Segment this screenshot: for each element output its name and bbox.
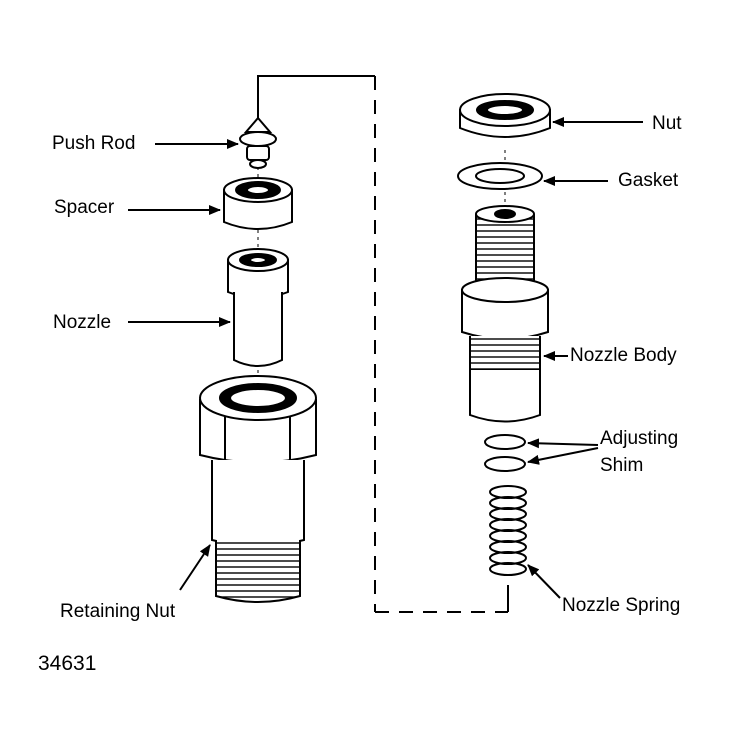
label-spacer: Spacer [54,197,115,218]
spacer-part [223,177,293,230]
figure-number: 34631 [38,652,97,675]
label-retaining-nut: Retaining Nut [60,601,176,622]
label-nozzle-spring: Nozzle Spring [562,595,681,616]
nozzle-part [227,248,289,367]
nozzle-body-part [461,205,549,423]
label-nozzle: Nozzle [53,312,112,333]
label-push-rod: Push Rod [52,133,136,154]
label-gasket: Gasket [618,170,679,191]
gasket-part [457,162,543,190]
label-nut: Nut [652,113,682,134]
nozzle-spring-part [489,485,527,576]
nut-part [459,93,551,138]
retaining-nut-part [199,375,317,603]
label-nozzle-body: Nozzle Body [570,345,677,366]
leader-arrows [128,117,643,599]
push-rod-part [239,116,277,169]
adjusting-shim-part [484,434,526,472]
label-shim: Shim [600,455,644,476]
label-adjusting: Adjusting [600,428,679,449]
